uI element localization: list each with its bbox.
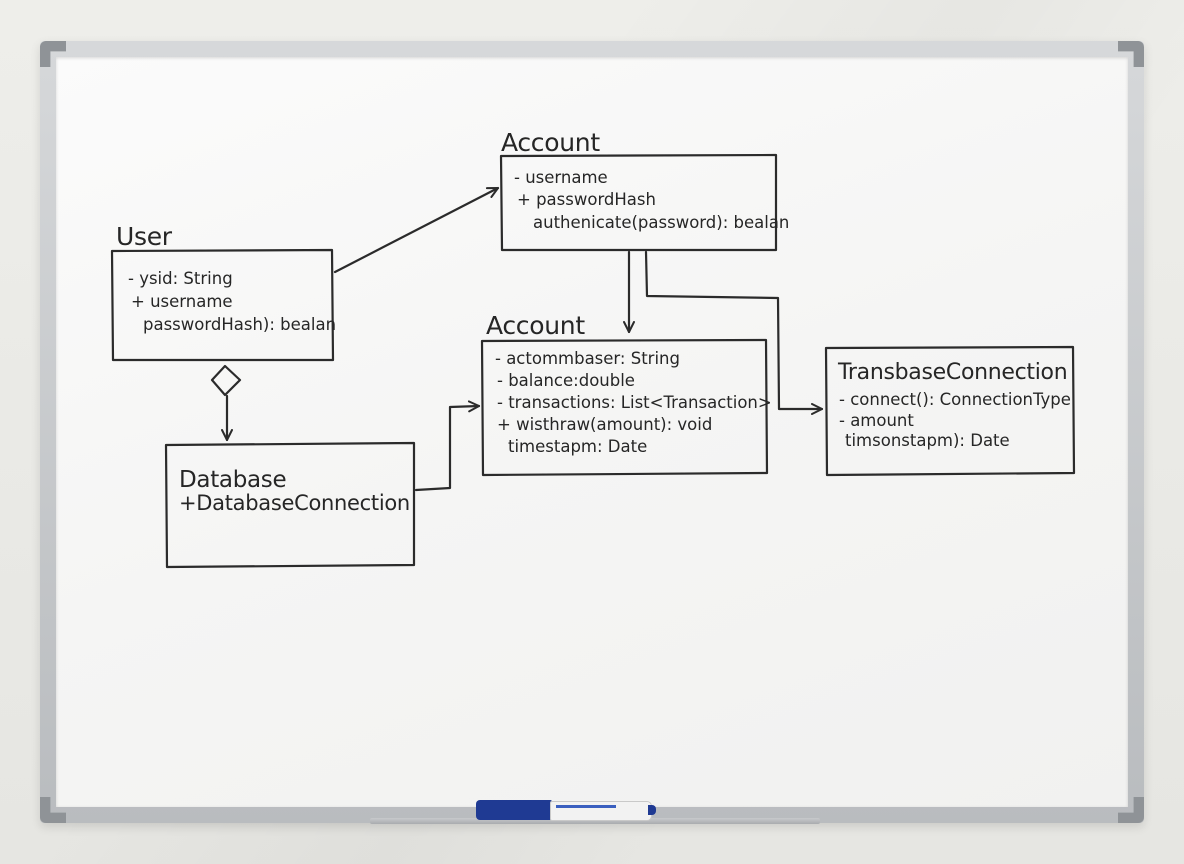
association-account-to-transbase xyxy=(644,250,824,415)
class-title: User xyxy=(116,222,173,251)
class-title: Account xyxy=(501,128,600,157)
class-attribute: timestapm: Date xyxy=(508,437,647,456)
class-database[interactable]: Database +DatabaseConnection xyxy=(164,441,416,569)
class-account-mid[interactable]: Account - actommbaser: String - balance:… xyxy=(480,311,772,477)
class-attribute: - actommbaser: String xyxy=(495,349,680,368)
class-attribute: + passwordHash xyxy=(517,190,656,209)
class-attribute: + username xyxy=(131,292,233,311)
class-box xyxy=(480,338,769,477)
class-attribute: - username xyxy=(514,168,608,187)
class-attribute: - amount xyxy=(839,411,914,430)
marker-pen[interactable] xyxy=(476,800,656,821)
class-box xyxy=(110,248,335,362)
class-box xyxy=(164,441,416,569)
marker-tray xyxy=(370,818,820,824)
class-box xyxy=(824,345,1076,477)
class-account-top[interactable]: Account - username + passwordHash authen… xyxy=(499,128,789,252)
class-attribute: +DatabaseConnection xyxy=(179,491,410,515)
class-method: + wisthraw(amount): void xyxy=(497,415,712,434)
aggregation-diamond xyxy=(210,364,242,397)
marker-cap xyxy=(476,800,552,820)
marker-tip xyxy=(648,805,656,815)
whiteboard-surface xyxy=(56,57,1128,807)
class-attribute: - balance:double xyxy=(497,371,635,390)
class-user[interactable]: User - ysid: String + username passwordH… xyxy=(110,222,336,362)
class-transbase-connection[interactable]: TransbaseConnection - connect(): Connect… xyxy=(824,345,1076,477)
class-method: - connect(): ConnectionType xyxy=(839,390,1071,409)
class-method: authenicate(password): bealan xyxy=(533,213,789,232)
class-title: Account xyxy=(486,311,585,340)
class-box xyxy=(499,153,778,252)
class-attribute: - ysid: String xyxy=(128,269,233,288)
association-database-to-account xyxy=(414,400,481,492)
class-title: Database xyxy=(179,467,286,493)
class-title: TransbaseConnection xyxy=(837,360,1067,385)
class-attribute: timsonstapm): Date xyxy=(845,431,1010,450)
class-attribute: - transactions: List<Transaction> xyxy=(497,393,772,412)
association-user-to-account xyxy=(333,186,500,274)
marker-label xyxy=(556,805,616,808)
class-method: passwordHash): bealan xyxy=(143,315,336,334)
